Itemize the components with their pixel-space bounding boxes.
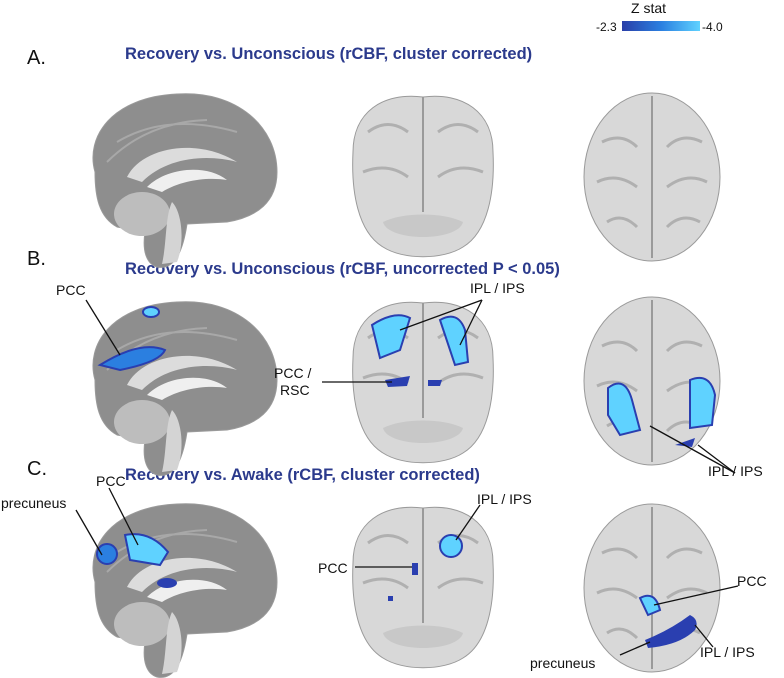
panel-b-letter: B.: [27, 248, 46, 270]
c-label-pcc-axial: PCC: [737, 573, 767, 589]
b-label-pcc-rsc-line1: PCC /: [274, 365, 312, 381]
c-label-precuneus-sagittal: precuneus: [1, 495, 67, 511]
b-label-pcc-rsc-line2: RSC: [280, 382, 310, 398]
panel-b-title: Recovery vs. Unconscious (rCBF, uncorrec…: [125, 260, 560, 278]
panel-c-title: Recovery vs. Awake (rCBF, cluster correc…: [125, 466, 480, 484]
b-label-ipl-ips-coronal: IPL / IPS: [470, 280, 525, 296]
colorbar-title: Z stat: [631, 0, 667, 16]
panel-a-title: Recovery vs. Unconscious (rCBF, cluster …: [125, 45, 533, 63]
c-label-pcc-coronal: PCC: [318, 560, 348, 576]
panel-c-letter: C.: [27, 458, 47, 480]
colorbar-gradient: [622, 21, 700, 31]
b-label-pcc: PCC: [56, 282, 86, 298]
colorbar-min-label: -2.3: [596, 20, 617, 34]
colorbar-max-label: -4.0: [702, 20, 723, 34]
panel-a-letter: A.: [27, 47, 46, 69]
c-label-precuneus-axial: precuneus: [530, 655, 596, 671]
c-label-pcc-sagittal: PCC: [96, 473, 126, 489]
b-label-ipl-ips-axial: IPL / IPS: [708, 463, 763, 479]
c-label-ipl-ips-axial: IPL / IPS: [700, 644, 755, 660]
c-label-ipl-ips-coronal: IPL / IPS: [477, 491, 532, 507]
